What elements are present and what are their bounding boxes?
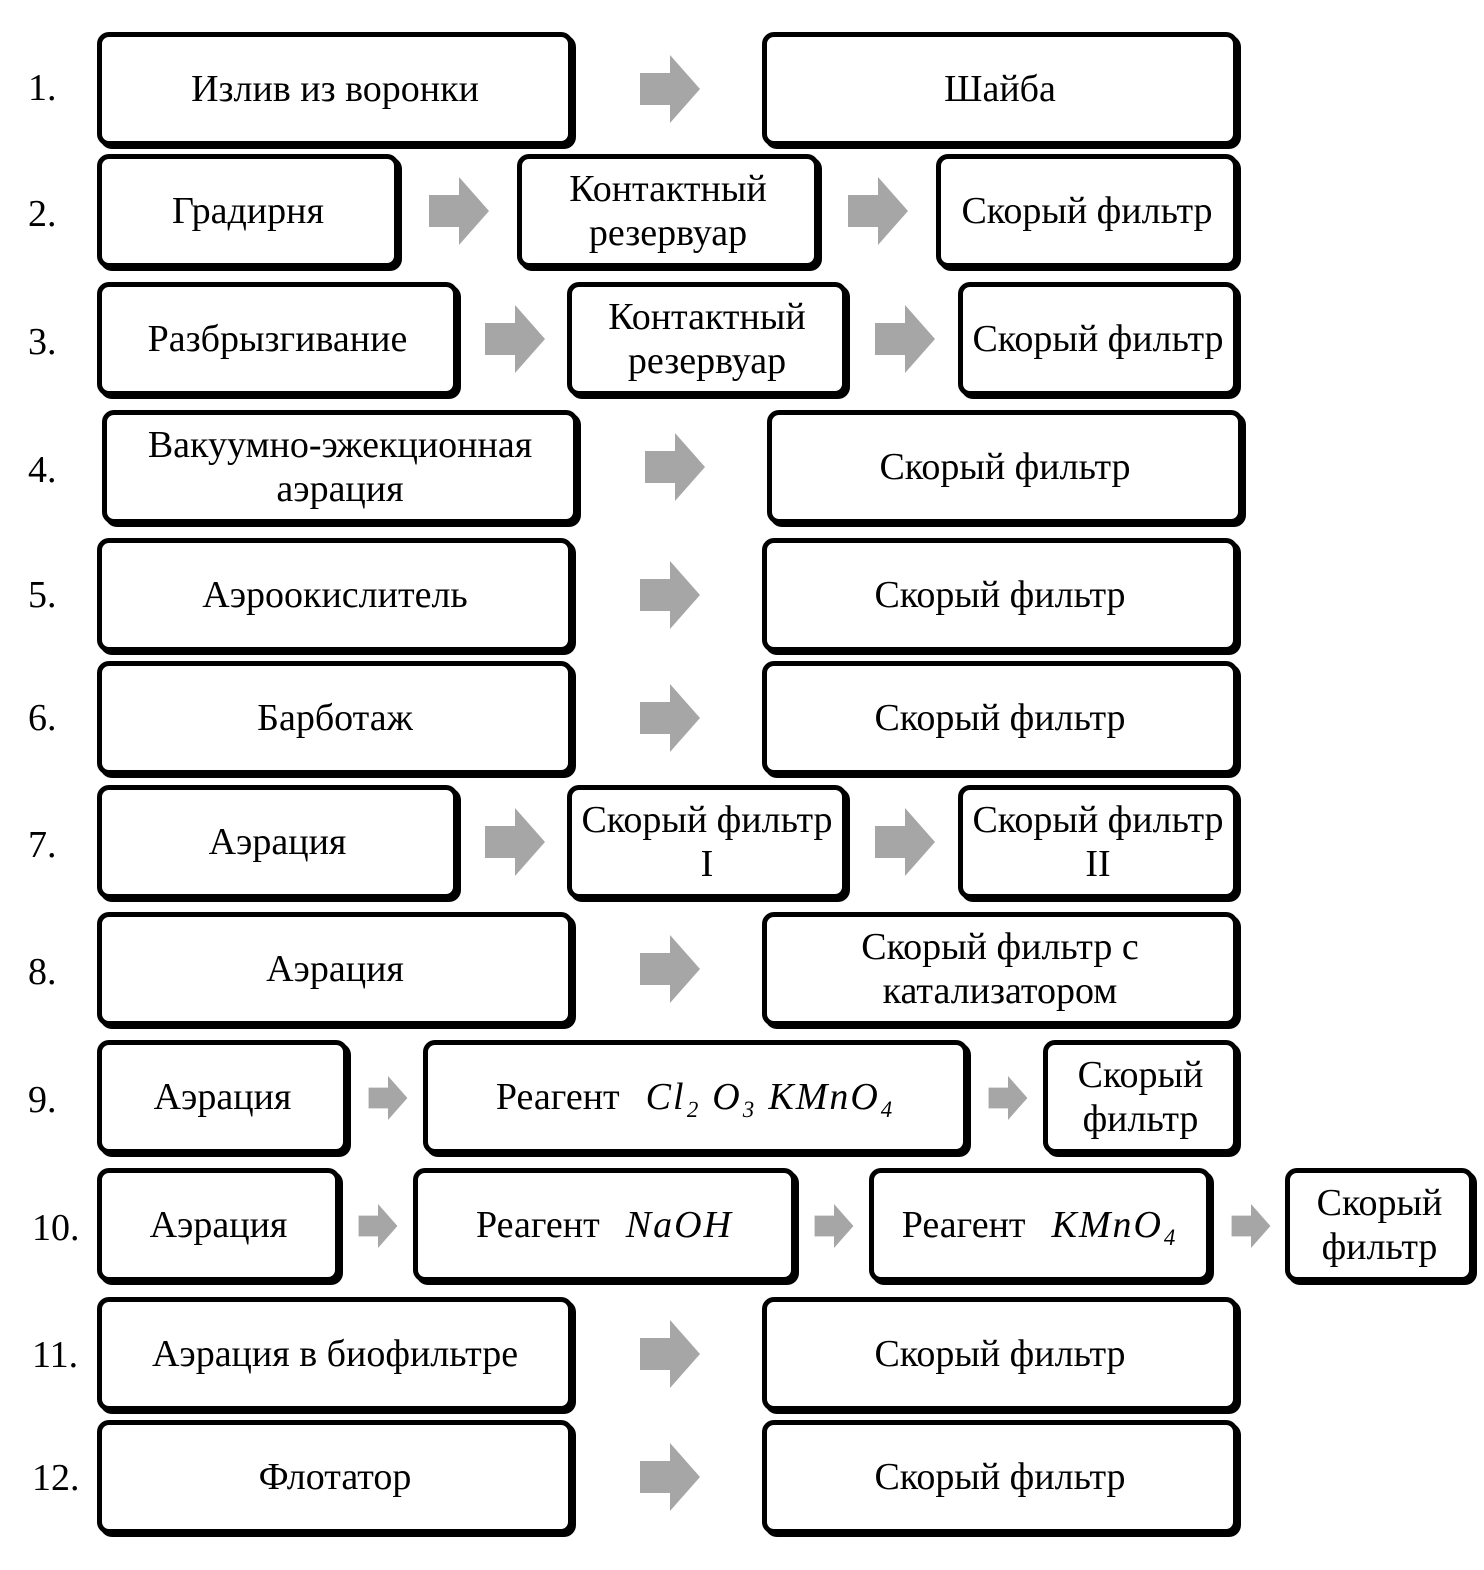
scheme-box: Скорый фильтр II — [958, 785, 1238, 899]
scheme-box: Скорый фильтр I — [567, 785, 847, 899]
scheme-box: Градирня — [97, 154, 399, 268]
right-arrow-icon — [875, 305, 935, 373]
box-label: Скорый фильтр — [1077, 1054, 1204, 1140]
right-arrow-icon — [986, 1076, 1030, 1120]
reagent-label: Реагент — [901, 1204, 1026, 1246]
scheme-box: Скорый фильтр — [1043, 1040, 1238, 1154]
box-label: Флотатор — [258, 1456, 412, 1498]
right-arrow-icon — [640, 684, 700, 752]
box-label: Скорый фильтр — [972, 318, 1224, 360]
scheme-box: Барботаж — [97, 661, 573, 775]
right-arrow-icon — [640, 1443, 700, 1511]
right-arrow-icon — [356, 1204, 400, 1248]
reagent-formula: NaOH — [625, 1204, 733, 1246]
box-label: Излив из воронки — [191, 68, 479, 110]
right-arrow-icon — [366, 1076, 410, 1120]
box-label: Аэрация в биофильтре — [151, 1333, 519, 1375]
scheme-box: Скорый фильтр — [762, 661, 1238, 775]
reagent-formula: KMnO₄ — [1051, 1204, 1179, 1246]
scheme-box: Аэрация — [97, 1040, 348, 1154]
scheme-box: Аэрация — [97, 912, 573, 1026]
row-number: 12. — [32, 1457, 80, 1499]
row-number: 7. — [28, 824, 57, 866]
scheme-box: Контактный резервуар — [517, 154, 819, 268]
box-label: Реагент Cl₂ O₃ KMnO₄ — [496, 1075, 895, 1119]
right-arrow-icon — [640, 935, 700, 1003]
box-label: Аэроокислитель — [202, 574, 468, 616]
scheme-box: Скорый фильтр — [762, 538, 1238, 652]
scheme-box: Аэрация в биофильтре — [97, 1297, 573, 1411]
right-arrow-icon — [428, 177, 490, 245]
right-arrow-icon — [640, 1320, 700, 1388]
reagent-formula: Cl₂ O₃ KMnO₄ — [645, 1076, 896, 1118]
scheme-box: Шайба — [762, 32, 1238, 146]
box-label: Вакуумно-эжекционная аэрация — [147, 424, 533, 510]
box-label: Скорый фильтр II — [972, 799, 1224, 885]
box-label: Аэрация — [153, 1076, 292, 1118]
scheme-box: Реагент Cl₂ O₃ KMnO₄ — [423, 1040, 968, 1154]
box-label: Реагент NaOH — [476, 1203, 733, 1247]
box-label: Аэрация — [208, 821, 347, 863]
box-label: Скорый фильтр с катализатором — [861, 926, 1139, 1012]
scheme-box: Скорый фильтр — [958, 282, 1238, 396]
box-label: Градирня — [172, 190, 324, 232]
row-number: 4. — [28, 449, 57, 491]
right-arrow-icon — [485, 305, 545, 373]
box-label: Скорый фильтр — [961, 190, 1213, 232]
scheme-box: Скорый фильтр — [1285, 1168, 1474, 1282]
scheme-box: Контактный резервуар — [567, 282, 847, 396]
scheme-box: Реагент NaOH — [413, 1168, 796, 1282]
scheme-box: Скорый фильтр — [936, 154, 1238, 268]
row-number: 8. — [28, 951, 57, 993]
row-number: 11. — [32, 1334, 79, 1376]
row-number: 1. — [28, 67, 57, 109]
row-number: 3. — [28, 321, 57, 363]
scheme-box: Скорый фильтр с катализатором — [762, 912, 1238, 1026]
box-label: Контактный резервуар — [569, 168, 767, 254]
row-number: 2. — [28, 193, 57, 235]
right-arrow-icon — [640, 561, 700, 629]
box-label: Скорый фильтр — [879, 446, 1131, 488]
row-number: 10. — [32, 1207, 80, 1249]
reagent-label: Реагент — [476, 1204, 600, 1246]
scheme-box: Излив из воронки — [97, 32, 573, 146]
scheme-box: Скорый фильтр — [762, 1297, 1238, 1411]
scheme-box: Аэрация — [97, 785, 458, 899]
row-number: 5. — [28, 574, 57, 616]
box-label: Реагент KMnO₄ — [902, 1203, 1178, 1247]
right-arrow-icon — [1229, 1204, 1273, 1248]
box-label: Скорый фильтр I — [581, 799, 833, 885]
right-arrow-icon — [645, 433, 705, 501]
box-label: Скорый фильтр — [1316, 1182, 1443, 1268]
scheme-box: Вакуумно-эжекционная аэрация — [102, 410, 578, 524]
scheme-box: Реагент KMnO₄ — [869, 1168, 1211, 1282]
right-arrow-icon — [847, 177, 909, 245]
right-arrow-icon — [812, 1204, 856, 1248]
reagent-label: Реагент — [495, 1076, 620, 1118]
right-arrow-icon — [640, 55, 700, 123]
scheme-box: Флотатор — [97, 1420, 573, 1534]
row-number: 9. — [28, 1079, 57, 1121]
row-number: 6. — [28, 697, 57, 739]
box-label: Шайба — [944, 68, 1056, 110]
box-label: Аэрация — [266, 948, 404, 990]
scheme-box: Аэроокислитель — [97, 538, 573, 652]
box-label: Скорый фильтр — [874, 1456, 1126, 1498]
scheme-box: Скорый фильтр — [767, 410, 1243, 524]
box-label: Скорый фильтр — [874, 697, 1126, 739]
right-arrow-icon — [875, 808, 935, 876]
box-label: Контактный резервуар — [608, 296, 806, 382]
box-label: Скорый фильтр — [874, 1333, 1126, 1375]
scheme-box: Аэрация — [97, 1168, 340, 1282]
box-label: Разбрызгивание — [147, 318, 408, 360]
box-label: Барботаж — [257, 697, 413, 739]
scheme-box: Скорый фильтр — [762, 1420, 1238, 1534]
box-label: Скорый фильтр — [874, 574, 1126, 616]
box-label: Аэрация — [149, 1204, 288, 1246]
scheme-box: Разбрызгивание — [97, 282, 458, 396]
right-arrow-icon — [485, 808, 545, 876]
